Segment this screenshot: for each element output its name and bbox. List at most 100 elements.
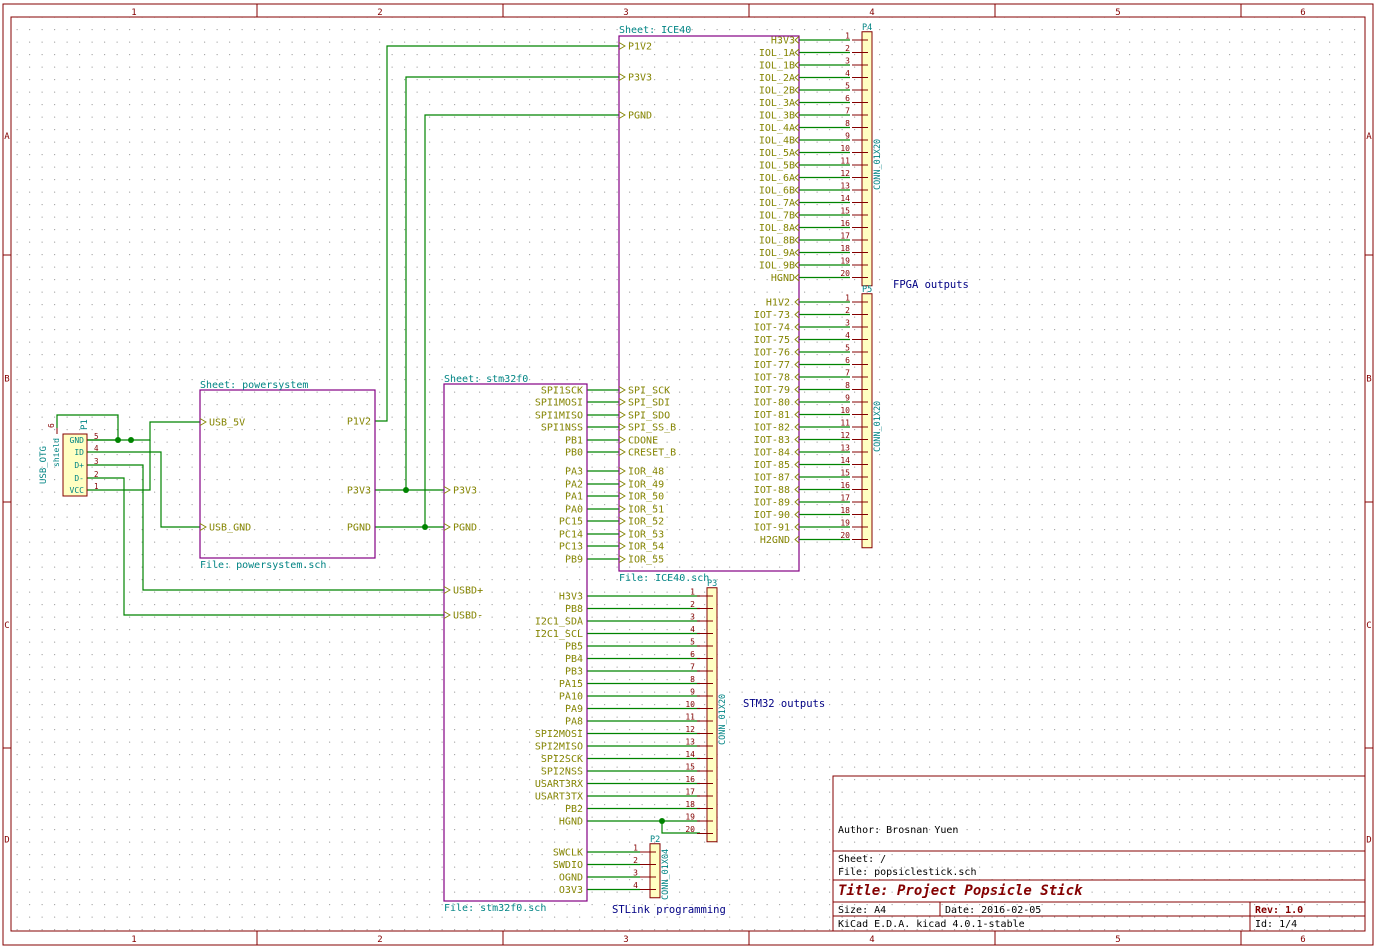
connector-pin-number: 15 <box>840 469 850 478</box>
ice40-pin-label: IOL_7A <box>759 198 795 209</box>
connector-body <box>861 293 873 549</box>
stm32-pin-label: PC14 <box>559 530 583 541</box>
ice40-pin-label: IOT-89 <box>754 498 790 509</box>
col-label-top: 3 <box>623 8 628 18</box>
pin-marker <box>618 423 626 431</box>
sheet-power-box[interactable] <box>199 389 376 559</box>
ice40-pin-label: IOR_53 <box>628 530 664 541</box>
pin-marker <box>794 73 800 82</box>
power-pin-label: USB_GND <box>209 523 251 534</box>
ice40-pin-label: P1V2 <box>628 42 652 53</box>
pin-marker <box>794 236 800 244</box>
connector-pin-number: 19 <box>840 257 850 266</box>
row-label-left: C <box>4 621 9 631</box>
connector-p4[interactable]: 1234567891011121314151617181920P4CONN_01… <box>840 23 883 287</box>
connector-pin-number: 6 <box>690 650 695 659</box>
connector-pin-number: 10 <box>685 700 695 709</box>
stm32-pin-label: USART3TX <box>535 792 583 803</box>
ice40-pin-label: PGND <box>628 111 652 122</box>
stm32-pin-label: PC13 <box>559 542 583 553</box>
sheet-power-file: File: powersystem.sch <box>200 560 326 571</box>
pin-marker <box>794 448 800 456</box>
row-label-right: D <box>1366 836 1371 846</box>
note-fpga-outputs: FPGA outputs <box>893 279 969 291</box>
ice40-pin-label: IOT-81 <box>754 410 790 421</box>
connector-pin-number: 2 <box>690 600 695 609</box>
ice40-pin-label: SPI_SS_B <box>628 423 676 434</box>
stm32-pin-label: SPI1MISO <box>535 411 583 422</box>
ice40-pin-label: IOR_55 <box>628 555 664 566</box>
connector-pin-number: 2 <box>633 856 638 865</box>
pin-marker <box>794 310 800 319</box>
connector-pin-number: 12 <box>840 431 850 440</box>
pin-marker <box>794 435 800 444</box>
stm32-pin-label: SPI2MISO <box>535 742 583 753</box>
pin-marker <box>794 123 800 132</box>
ice40-pin-label: IOT-88 <box>754 485 790 496</box>
stm32-pin-label: OGND <box>559 873 583 884</box>
col-label-top: 6 <box>1300 8 1305 18</box>
power-pin-label: USB_5V <box>209 418 245 429</box>
connector-value: CONN_01X20 <box>873 401 883 452</box>
pin-marker <box>199 523 207 531</box>
p1-pin-number: 5 <box>94 432 99 441</box>
ice40-pin-label: IOL_1B <box>759 61 795 72</box>
pin-marker <box>618 530 626 538</box>
pin-marker <box>794 498 800 506</box>
connector-ref: P5 <box>862 285 872 295</box>
stm32-pin-label: SPI1SCK <box>541 386 583 397</box>
connector-pin-number: 14 <box>840 194 850 203</box>
stm32-pin-label: O3V3 <box>559 885 583 896</box>
stm32-pin-label: PA15 <box>559 679 583 690</box>
ice40-pin-label: P3V3 <box>628 73 652 84</box>
col-label-top: 4 <box>869 8 874 18</box>
p1-pin-label: VCC <box>70 486 85 495</box>
ice40-pin-label: IOR_50 <box>628 492 664 503</box>
ice40-pin-label: IOT-80 <box>754 398 790 409</box>
p1-pin-number: 4 <box>94 444 99 453</box>
sheet-stm32-box[interactable] <box>443 383 588 902</box>
ice40-pin-label: SPI_SDI <box>628 398 670 409</box>
ice40-pin-label: SPI_SDO <box>628 411 670 422</box>
ice40-pin-label: IOL_3A <box>759 98 795 109</box>
p1-pin-number: 1 <box>94 482 99 491</box>
ice40-pin-label: IOR_51 <box>628 505 664 516</box>
p1-shield: shield <box>52 438 61 467</box>
connector-pin-number: 19 <box>840 519 850 528</box>
pin-marker <box>794 410 800 419</box>
connector-pin-number: 1 <box>845 294 850 303</box>
row-label-left: B <box>4 375 9 385</box>
connector-pin-number: 16 <box>840 481 850 490</box>
connector-pin-number: 3 <box>845 57 850 66</box>
connector-p3[interactable]: 1234567891011121314151617181920P3CONN_01… <box>685 579 728 843</box>
sheet-ice40-box[interactable] <box>618 35 800 572</box>
ice40-pin-label: IOT-83 <box>754 435 790 446</box>
col-label-bottom: 6 <box>1300 935 1305 945</box>
connector-p5[interactable]: 1234567891011121314151617181920P5CONN_01… <box>840 285 883 549</box>
stm32-pin-label: PB4 <box>565 654 583 665</box>
pin-marker <box>618 517 626 525</box>
pin-marker <box>794 523 800 531</box>
stm32-pins: P3V3PGNDUSBD+USBD-SPI1SCKSPI1MOSISPI1MIS… <box>443 386 583 896</box>
connector-pin-number: 14 <box>685 750 695 759</box>
connector-pin-number: 20 <box>685 825 695 834</box>
ice40-pin-label: IOT-91 <box>754 523 790 534</box>
ice40-pin-label: H2GND <box>760 535 790 546</box>
power-pin-label: P3V3 <box>347 486 371 497</box>
ice40-pin-label: IOR_49 <box>628 480 664 491</box>
ice40-pin-label: IOL_5B <box>759 161 795 172</box>
p1-pin-number: 2 <box>94 470 99 479</box>
connector-body <box>706 587 718 843</box>
pin-marker <box>794 61 800 69</box>
tb-title: Title: Project Popsicle Stick <box>838 883 1083 899</box>
connector-pin-number: 18 <box>685 800 695 809</box>
pin-marker <box>794 198 800 207</box>
connector-pin-number: 9 <box>845 132 850 141</box>
pin-marker <box>199 418 207 426</box>
tb-sheet: Sheet: / <box>838 854 886 865</box>
connector-pin-number: 6 <box>845 94 850 103</box>
connector-pin-number: 1 <box>690 588 695 597</box>
connector-pin-number: 10 <box>840 406 850 415</box>
